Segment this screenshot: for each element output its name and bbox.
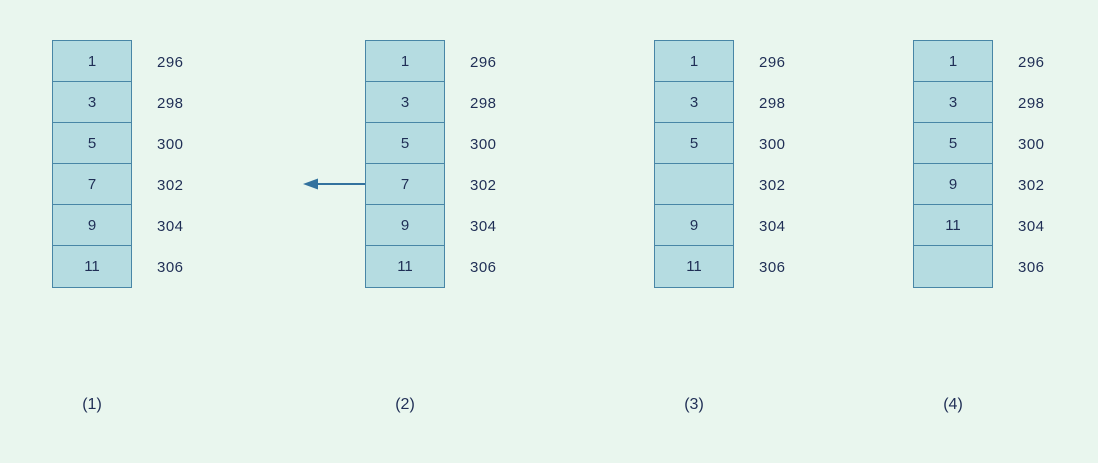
array-cell: 11 [53, 246, 131, 287]
left-arrow-icon [303, 178, 365, 190]
memory-address-label: 296 [157, 53, 184, 71]
array-cell: 5 [655, 123, 733, 164]
memory-address-column: 296 298 300 302 304 306 [470, 40, 497, 288]
array-cell: 5 [53, 123, 131, 164]
diagram-step-label: (4) [943, 396, 963, 413]
array-cell: 9 [53, 205, 131, 246]
array-cell: 7 [53, 164, 131, 205]
memory-address-label: 304 [470, 217, 497, 235]
array-cell [914, 246, 992, 287]
diagram-step-label: (1) [82, 396, 102, 413]
memory-address-label: 306 [470, 258, 497, 276]
array-cell: 3 [53, 82, 131, 123]
array-cell: 1 [53, 41, 131, 82]
memory-address-label: 300 [157, 135, 184, 153]
memory-address-label: 298 [1018, 94, 1045, 112]
memory-address-label: 298 [157, 94, 184, 112]
array-cell [655, 164, 733, 205]
memory-address-label: 298 [470, 94, 497, 112]
array-cell: 3 [366, 82, 444, 123]
memory-address-label: 296 [1018, 53, 1045, 71]
memory-address-column: 296 298 300 302 304 306 [157, 40, 184, 288]
diagram-step-label: (3) [684, 396, 704, 413]
array-cell: 11 [366, 246, 444, 287]
memory-address-label: 296 [759, 53, 786, 71]
array-cell: 1 [655, 41, 733, 82]
memory-address-label: 296 [470, 53, 497, 71]
array-cell: 1 [914, 41, 992, 82]
memory-address-label: 302 [1018, 176, 1045, 194]
memory-address-label: 300 [759, 135, 786, 153]
memory-address-label: 304 [1018, 217, 1045, 235]
memory-address-label: 306 [157, 258, 184, 276]
diagram-step-label: (2) [395, 396, 415, 413]
array-cell: 9 [914, 164, 992, 205]
array-cell: 1 [366, 41, 444, 82]
memory-address-label: 302 [470, 176, 497, 194]
array-cell: 11 [655, 246, 733, 287]
memory-address-label: 300 [470, 135, 497, 153]
memory-address-label: 298 [759, 94, 786, 112]
array-cell: 11 [914, 205, 992, 246]
array-cell: 9 [655, 205, 733, 246]
memory-address-label: 304 [157, 217, 184, 235]
memory-address-label: 300 [1018, 135, 1045, 153]
memory-address-label: 302 [157, 176, 184, 194]
memory-address-column: 296 298 300 302 304 306 [759, 40, 786, 288]
memory-address-column: 296 298 300 302 304 306 [1018, 40, 1045, 288]
array-cell: 3 [655, 82, 733, 123]
array-cell: 9 [366, 205, 444, 246]
array-cell: 7 [366, 164, 444, 205]
memory-address-label: 306 [1018, 258, 1045, 276]
memory-address-label: 306 [759, 258, 786, 276]
array-cell: 5 [366, 123, 444, 164]
memory-address-label: 302 [759, 176, 786, 194]
array-cell: 5 [914, 123, 992, 164]
array-cell: 3 [914, 82, 992, 123]
memory-address-label: 304 [759, 217, 786, 235]
